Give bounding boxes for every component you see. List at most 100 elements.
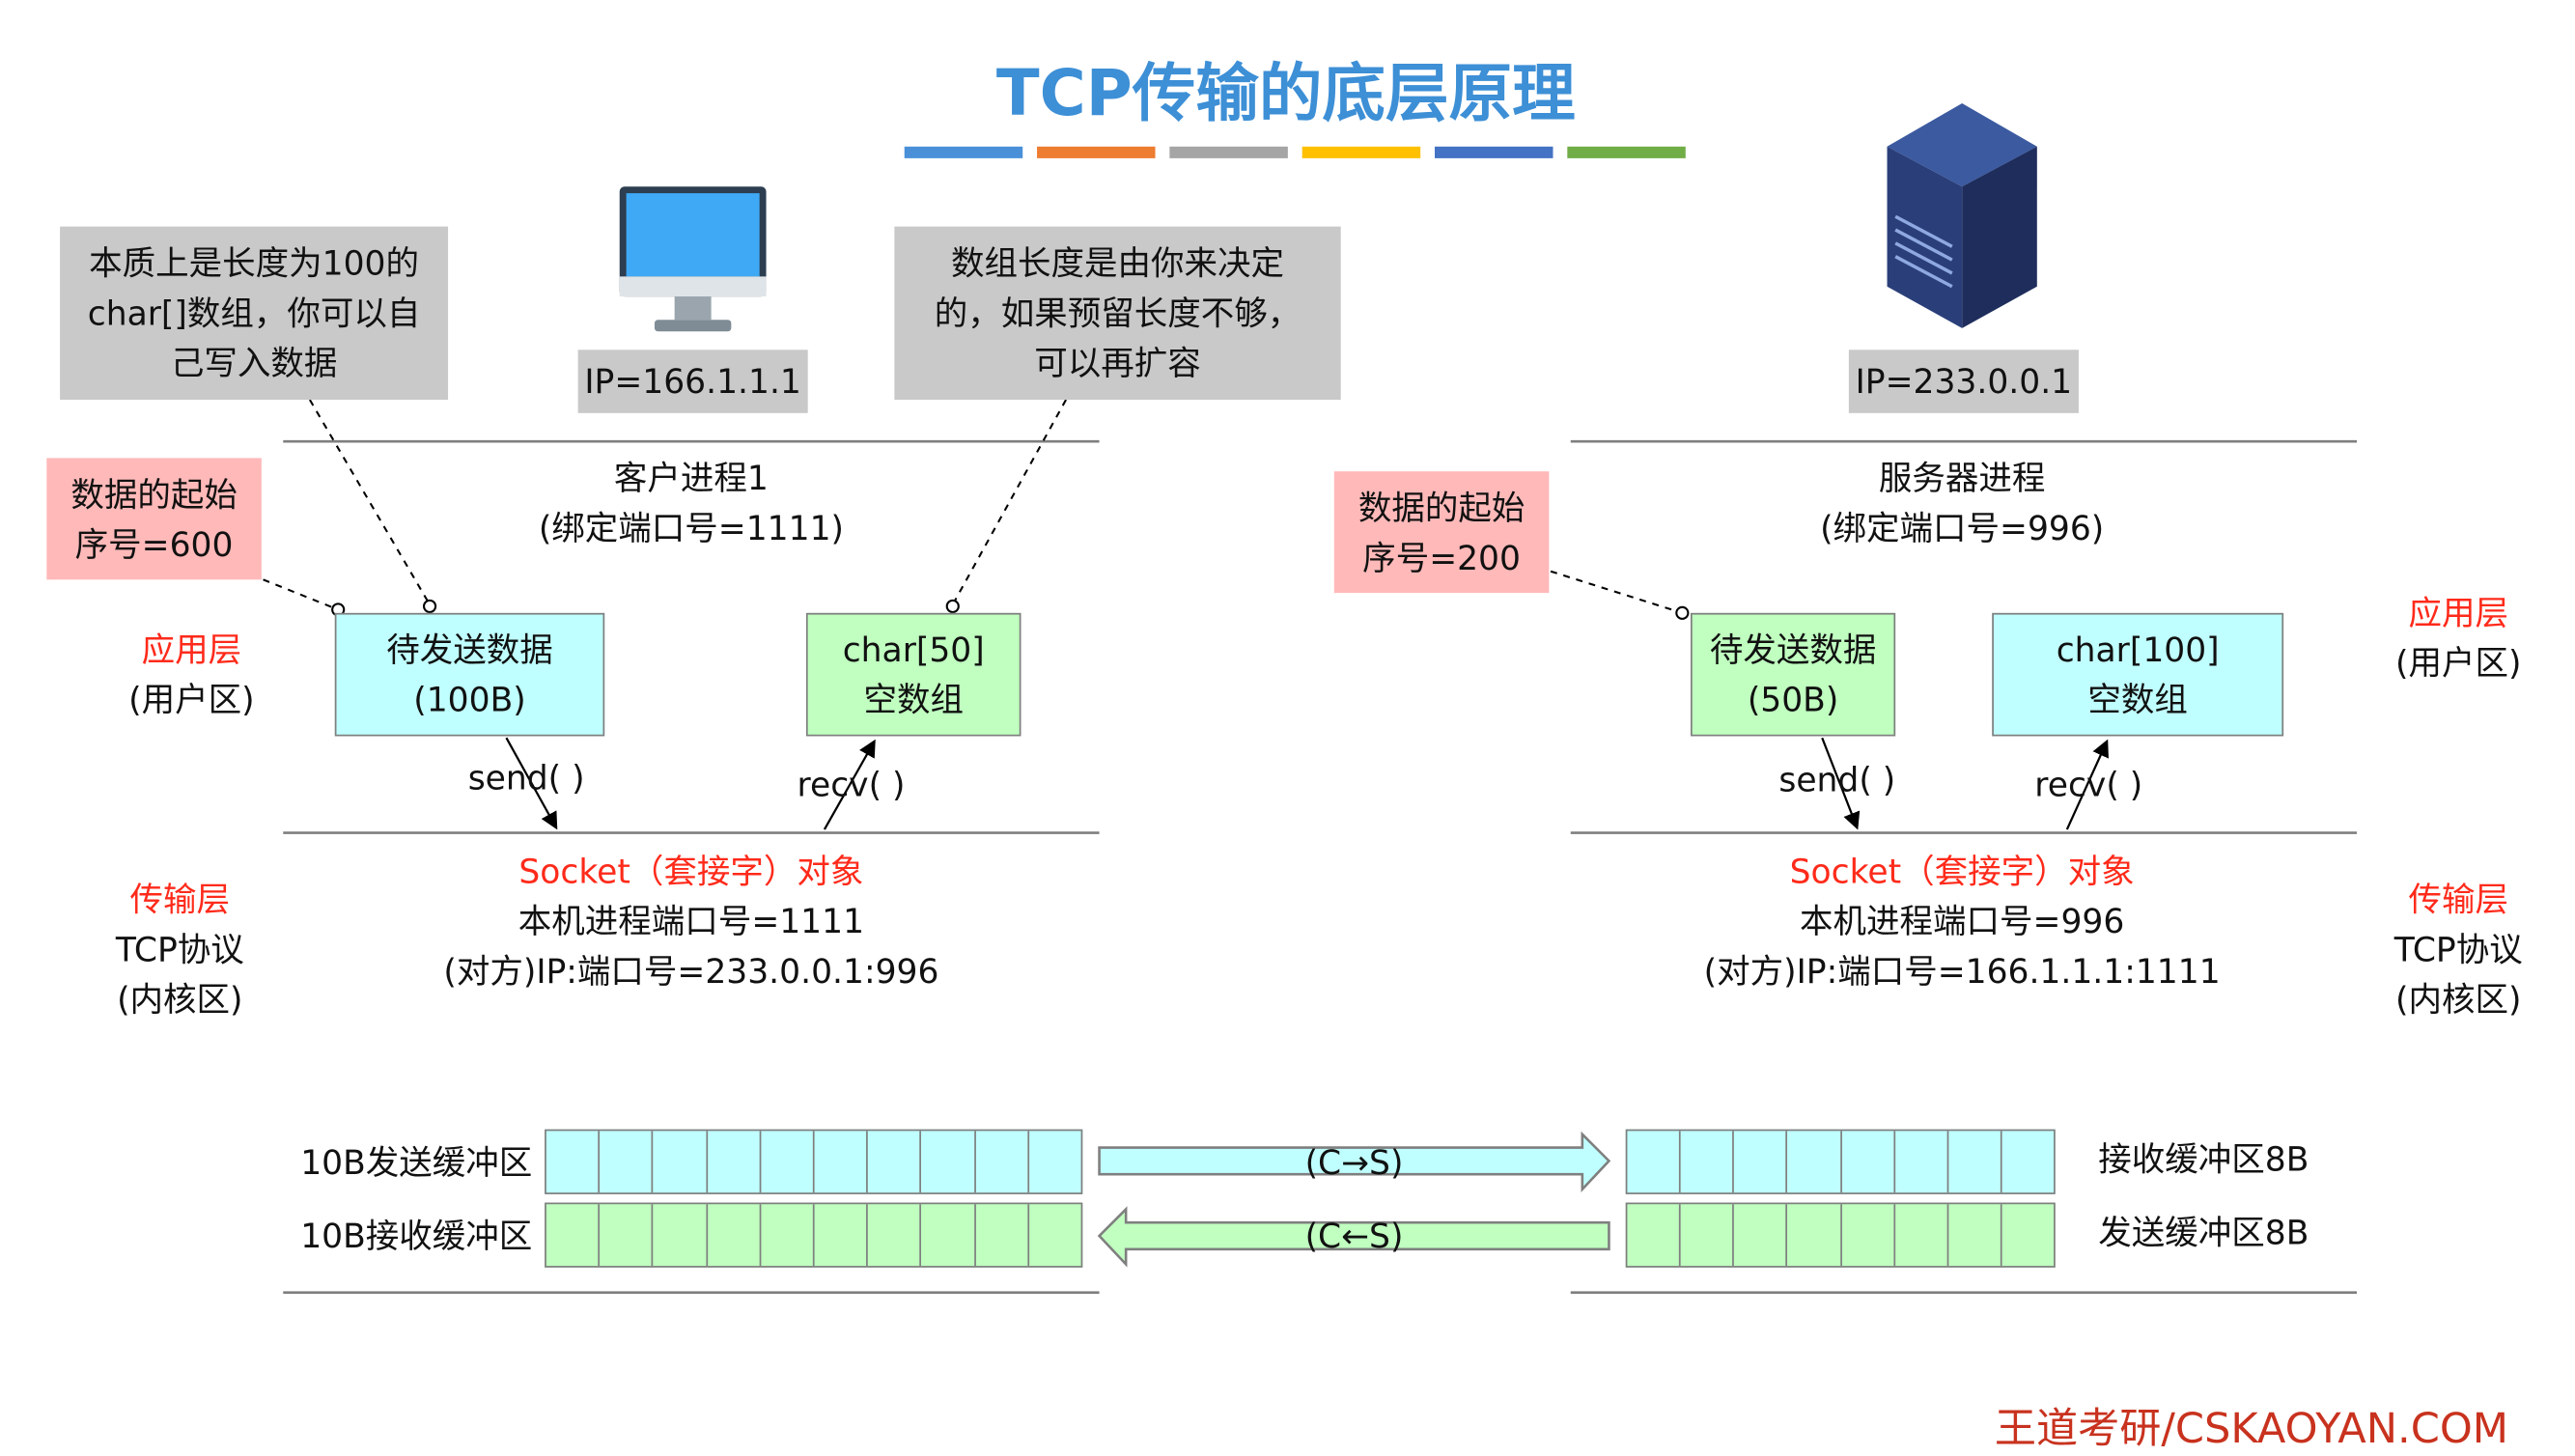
server-recv-label: recv( )	[2034, 764, 2143, 805]
title-color-bar	[1435, 146, 1553, 158]
callout-line	[1550, 570, 1683, 614]
computer-icon	[619, 186, 767, 332]
c2s-label: (C→S)	[1304, 1142, 1404, 1183]
server-port-bind: (绑定端口号=996)	[1820, 508, 2105, 548]
client-send-buffer	[545, 1129, 1083, 1194]
buffer-cell	[2001, 1131, 2054, 1192]
buffer-cell	[1029, 1131, 1081, 1192]
buffer-cell	[922, 1131, 976, 1193]
client-recv-buffer-label: 10B接收缓冲区	[300, 1216, 533, 1256]
client-seq-start: 数据的起始 序号=600	[46, 458, 262, 580]
box-line: char[50]	[842, 630, 985, 670]
server-send-buffer	[1625, 1202, 2056, 1268]
app-layer-sub-left: (用户区)	[128, 679, 255, 720]
buffer-cell	[1734, 1204, 1788, 1267]
box-line: 空数组	[2087, 679, 2188, 720]
callout-line	[308, 399, 431, 605]
note-line: 的，如果预留长度不够，	[934, 293, 1301, 334]
buffer-cell	[1681, 1204, 1735, 1267]
app-layer-left: 应用层	[141, 630, 242, 670]
note-line: 己写入数据	[170, 343, 338, 383]
buffer-cell	[1681, 1131, 1735, 1193]
seq-line: 数据的起始	[70, 473, 238, 515]
buffer-cell	[1788, 1131, 1842, 1193]
server-ip: IP=233.0.0.1	[1848, 350, 2079, 413]
s2c-label: (C←S)	[1304, 1216, 1404, 1256]
box-line: (50B)	[1747, 679, 1839, 720]
note-line: 可以再扩容	[1034, 343, 1201, 383]
box-line: 待发送数据	[1709, 630, 1877, 670]
server-socket-remote: (对方)IP:端口号=166.1.1.1:1111	[1703, 951, 2221, 992]
note-array-length: 数组长度是由你来决定 的，如果预留长度不够， 可以再扩容	[894, 226, 1341, 401]
buffer-cell	[1627, 1131, 1681, 1193]
tcp-proto-left: TCP协议	[115, 929, 244, 970]
server-icon	[1887, 102, 2037, 328]
client-send-data: 待发送数据 (100B)	[334, 612, 605, 737]
note-line: 数组长度是由你来决定	[951, 242, 1285, 284]
buffer-cell	[1895, 1131, 1948, 1193]
footer-brand: 王道考研/CSKAOYAN.COM	[1994, 1404, 2509, 1453]
buffer-cell	[815, 1131, 869, 1193]
box-line: (100B)	[413, 679, 526, 720]
send-arrow	[1821, 737, 1861, 830]
title-color-bar	[1037, 146, 1156, 158]
client-send-label: send( )	[467, 757, 585, 798]
buffer-cell	[654, 1204, 708, 1267]
server-send-buffer-label: 发送缓冲区8B	[2098, 1212, 2309, 1253]
client-socket-local: 本机进程端口号=1111	[518, 901, 865, 941]
buffer-cell	[975, 1204, 1029, 1267]
server-send-label: send( )	[1778, 759, 1896, 800]
buffer-cell	[600, 1204, 654, 1267]
buffer-cell	[1841, 1204, 1895, 1267]
client-ip: IP=166.1.1.1	[577, 350, 808, 413]
callout-line	[263, 578, 339, 611]
buffer-cell	[707, 1131, 762, 1193]
title-color-bars	[904, 146, 1686, 158]
buffer-cell	[1029, 1204, 1081, 1266]
server-recv-buffer-label: 接收缓冲区8B	[2098, 1138, 2309, 1180]
server-seq-start: 数据的起始 序号=200	[1333, 471, 1550, 594]
buffer-cell	[922, 1204, 976, 1267]
client-process: 客户进程1	[613, 458, 769, 498]
title-color-bar	[1567, 146, 1686, 158]
tcp-proto-right: TCP协议	[2393, 929, 2523, 970]
buffer-cell	[1788, 1204, 1842, 1267]
buffer-cell	[1734, 1131, 1788, 1193]
buffer-cell	[600, 1131, 654, 1193]
seq-line: 数据的起始	[1357, 487, 1525, 527]
title-color-bar	[1169, 146, 1288, 158]
server-recv-buffer	[1625, 1129, 2056, 1194]
note-line: 本质上是长度为100的	[89, 242, 420, 284]
server-process: 服务器进程	[1878, 458, 2046, 498]
seq-line: 序号=200	[1362, 537, 1521, 577]
callout-line	[951, 399, 1067, 605]
server-send-data: 待发送数据 (50B)	[1690, 612, 1896, 737]
recv-arrow	[2065, 739, 2109, 830]
buffer-cell	[1895, 1204, 1948, 1267]
kernel-left: (内核区)	[117, 979, 243, 1020]
title-color-bar	[1301, 146, 1421, 158]
transport-layer-right: 传输层	[2408, 879, 2509, 920]
app-layer-right: 应用层	[2408, 593, 2509, 633]
title-color-bar	[904, 146, 1023, 158]
note-line: char[]数组，你可以自	[87, 293, 421, 334]
app-layer-sub-right: (用户区)	[2395, 642, 2522, 684]
box-line: 空数组	[863, 679, 964, 720]
note-array-nature: 本质上是长度为100的 char[]数组，你可以自 己写入数据	[60, 226, 449, 401]
server-socket-local: 本机进程端口号=996	[1800, 901, 2125, 941]
buffer-cell	[815, 1204, 869, 1267]
client-port-bind: (绑定端口号=1111)	[538, 508, 844, 548]
buffer-cell	[2001, 1204, 2054, 1266]
kernel-right: (内核区)	[2395, 979, 2522, 1020]
buffer-cell	[1948, 1131, 2002, 1193]
buffer-cell	[761, 1204, 815, 1267]
client-send-buffer-label: 10B发送缓冲区	[300, 1142, 533, 1183]
server-socket-title: Socket（套接字）对象	[1789, 851, 2135, 891]
send-arrow	[505, 737, 558, 830]
buffer-cell	[761, 1131, 815, 1193]
box-line: 待发送数据	[386, 630, 553, 670]
recv-arrow	[823, 739, 876, 830]
client-socket-title: Socket（套接字）对象	[518, 851, 864, 891]
